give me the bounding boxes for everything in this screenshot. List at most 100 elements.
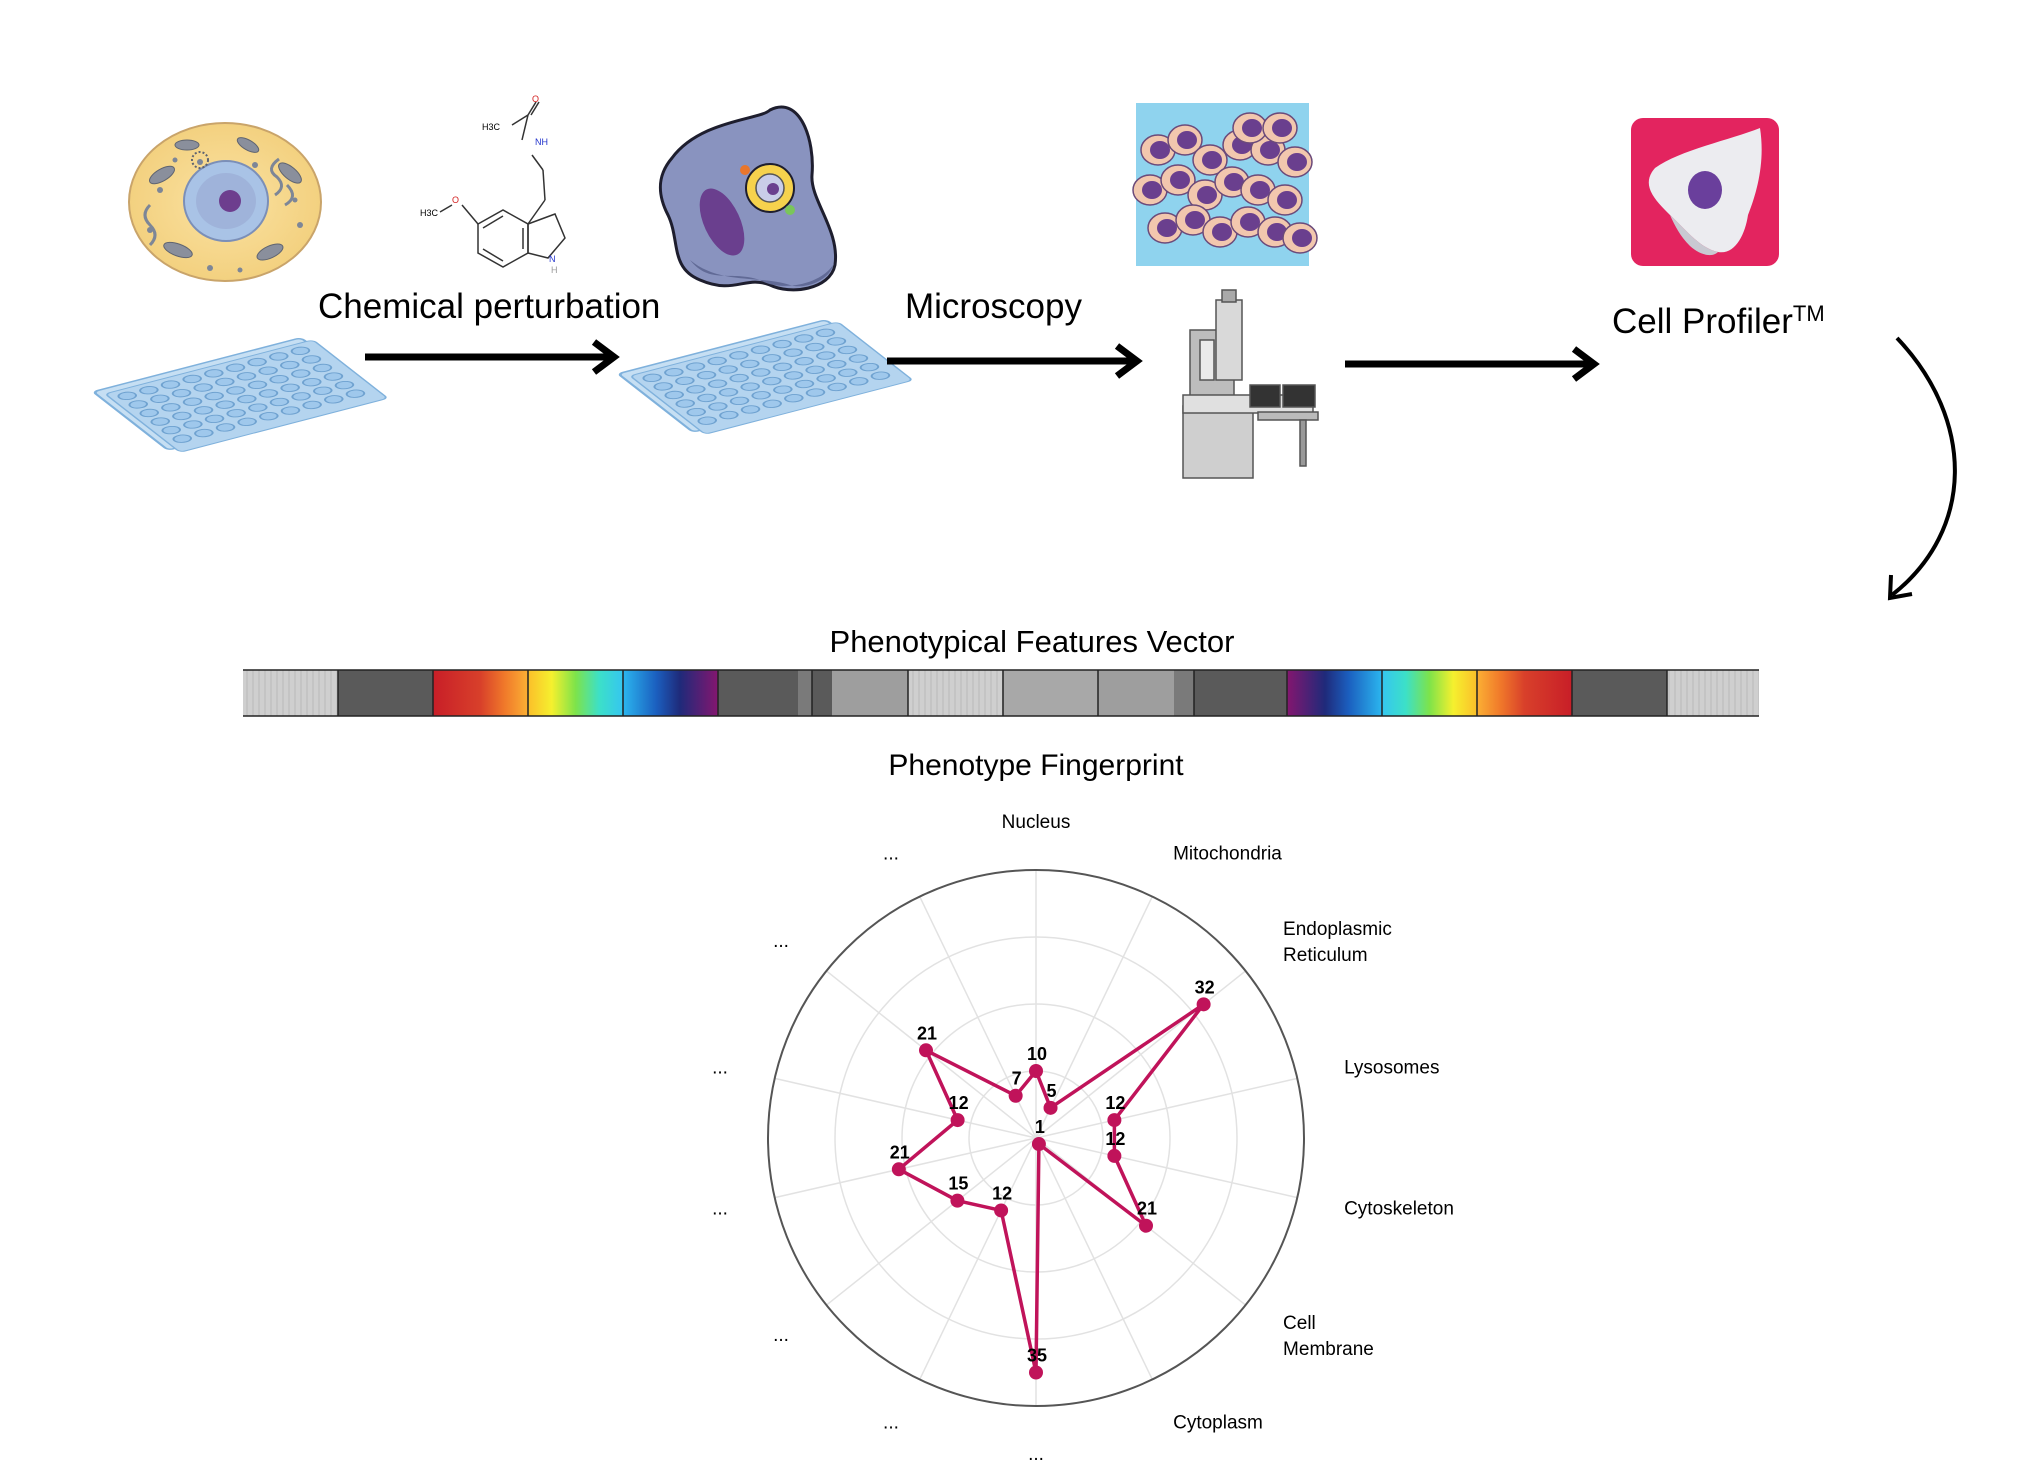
well (312, 363, 333, 373)
radar-value-label: 32 (1195, 977, 1215, 997)
cell-profiler-logo (1631, 118, 1779, 266)
well (258, 366, 278, 375)
radar-data-point (1031, 1137, 1046, 1152)
radar-category-label: ... (883, 843, 899, 864)
well (269, 352, 289, 361)
well (291, 369, 311, 378)
micrograph-nucleus (1277, 191, 1297, 209)
micrograph-nucleus (1292, 229, 1312, 247)
well (215, 423, 236, 432)
well (707, 356, 727, 366)
radar-category-label: ... (773, 931, 789, 952)
well (686, 407, 706, 417)
micrograph-nucleus (1157, 219, 1177, 237)
radar-value-label: 12 (992, 1183, 1012, 1203)
radar-value-label: 21 (917, 1023, 937, 1043)
micrograph-nucleus (1272, 119, 1292, 137)
molecule-h-label: H (551, 265, 558, 275)
radar-value-label: 12 (1105, 1093, 1125, 1113)
radar-data-point (1008, 1088, 1023, 1103)
well (150, 417, 170, 426)
well (172, 411, 192, 421)
feature-vector-bar (243, 669, 1759, 717)
well (345, 389, 366, 398)
radar-value-label: 12 (949, 1093, 969, 1113)
radar-data-point (950, 1193, 965, 1208)
radar-category-label: Cytoplasm (1173, 1413, 1263, 1434)
well (215, 377, 235, 387)
well (653, 382, 673, 391)
well (301, 355, 322, 364)
well (762, 376, 782, 386)
well-plate-icon (618, 320, 912, 434)
well (815, 328, 836, 338)
radar-data-point (1107, 1113, 1122, 1128)
radar-data-point (1043, 1100, 1058, 1115)
well (302, 400, 322, 410)
well (324, 395, 344, 404)
radar-spoke (826, 1137, 1037, 1306)
well (139, 408, 159, 418)
step-chemical-perturbation-label: Chemical perturbation (318, 287, 660, 326)
well (772, 362, 793, 372)
well (258, 389, 279, 398)
radar-spoke (1035, 970, 1246, 1139)
arrow-icon (365, 339, 620, 375)
micrograph-nucleus (1177, 131, 1197, 149)
well (280, 406, 301, 415)
well (783, 348, 803, 357)
well (642, 373, 662, 383)
well (247, 380, 268, 390)
molecule-ch3-top-label: H3C (482, 122, 501, 132)
molecule-nh-label: NH (535, 137, 548, 147)
well (204, 369, 224, 378)
well (139, 386, 159, 395)
well (740, 405, 761, 414)
well (236, 372, 257, 381)
well (838, 368, 858, 377)
well (870, 371, 891, 380)
radar-category-label: ... (712, 1058, 728, 1079)
well (226, 409, 246, 418)
radar-category-label: ... (773, 1325, 789, 1346)
well (849, 377, 869, 386)
well (718, 365, 738, 374)
well-plate-icon (93, 338, 387, 452)
well (729, 373, 749, 383)
well (237, 417, 257, 426)
molecule-o-top-label: O (532, 94, 539, 104)
radar-spoke (774, 1077, 1037, 1139)
well (128, 400, 148, 409)
well (280, 383, 300, 392)
radar-value-label: 21 (890, 1142, 910, 1162)
well (794, 357, 814, 366)
well (827, 360, 847, 369)
radar-value-label: 15 (948, 1174, 968, 1194)
micrograph-nucleus (1287, 153, 1307, 171)
radar-data-point (1029, 1064, 1043, 1078)
well (696, 370, 717, 380)
well (247, 357, 267, 367)
micrograph-nucleus (1170, 171, 1190, 189)
well (783, 371, 804, 380)
radar-data-point (1196, 997, 1211, 1012)
well (313, 386, 333, 395)
well (182, 397, 203, 406)
radar-data-point (1029, 1365, 1043, 1380)
well (816, 351, 836, 360)
well (740, 359, 760, 369)
well (204, 391, 224, 401)
micrograph-nucleus (1150, 141, 1170, 159)
well (664, 390, 684, 400)
micrograph-nucleus (1185, 211, 1205, 229)
radar-outer-ring (767, 869, 1305, 1407)
well (664, 368, 684, 377)
well (794, 379, 815, 389)
arrow-icon (1345, 346, 1600, 382)
radar-value-label: 12 (1105, 1129, 1125, 1149)
well (719, 410, 739, 420)
well (859, 362, 880, 372)
well (172, 434, 192, 443)
micrograph-nucleus (1224, 173, 1244, 191)
